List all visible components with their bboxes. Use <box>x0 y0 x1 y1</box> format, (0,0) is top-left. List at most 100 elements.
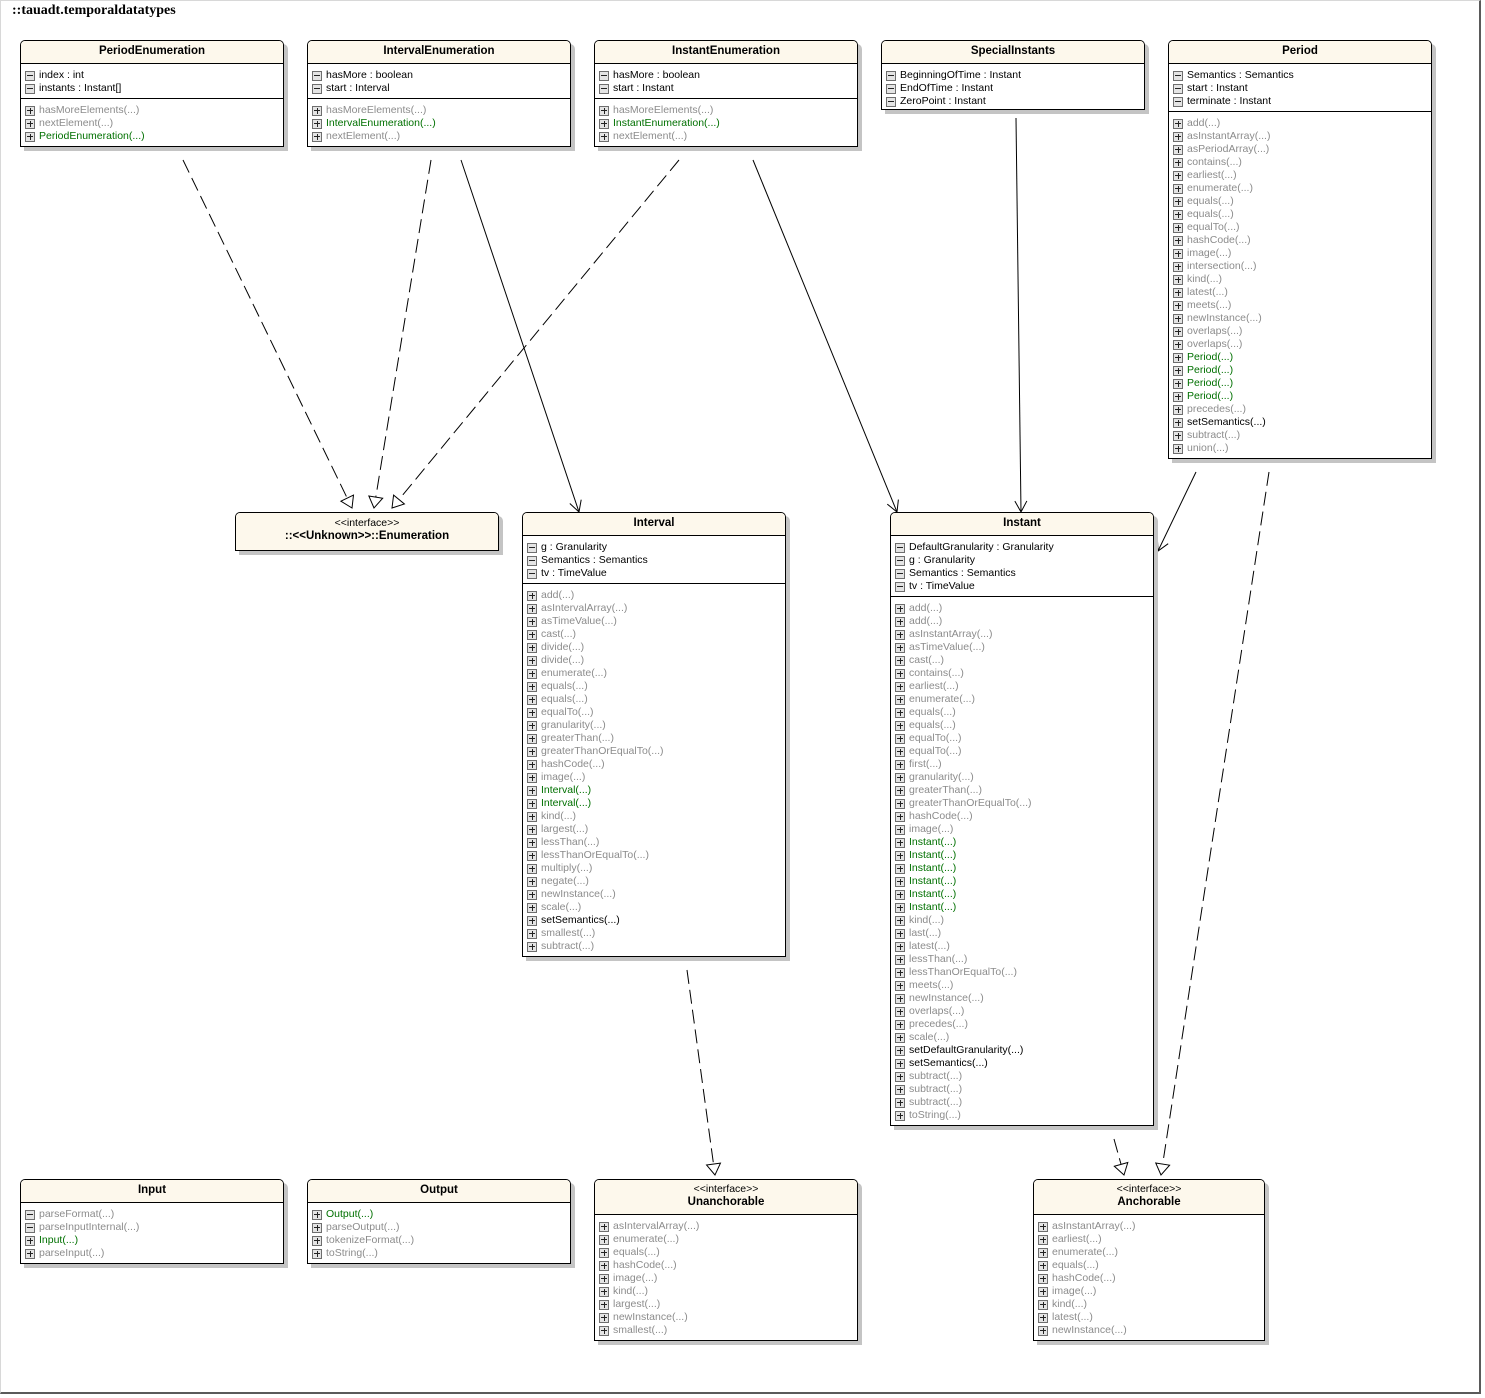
expand-plus-icon[interactable] <box>1173 339 1183 350</box>
operation-row[interactable]: IntervalEnumeration(...) <box>312 117 566 130</box>
collapse-minus-icon[interactable] <box>527 542 537 553</box>
operation-row[interactable]: hasMoreElements(...) <box>599 104 853 117</box>
operation-row[interactable]: Period(...) <box>1173 390 1427 403</box>
operation-row[interactable]: hashCode(...) <box>895 810 1149 823</box>
collapse-minus-icon[interactable] <box>25 1209 35 1220</box>
expand-plus-icon[interactable] <box>527 941 537 952</box>
expand-plus-icon[interactable] <box>1173 235 1183 246</box>
collapse-minus-icon[interactable] <box>1173 83 1183 94</box>
expand-plus-icon[interactable] <box>1173 183 1183 194</box>
expand-plus-icon[interactable] <box>895 603 905 614</box>
operation-row[interactable]: asInstantArray(...) <box>895 628 1149 641</box>
expand-plus-icon[interactable] <box>895 902 905 913</box>
expand-plus-icon[interactable] <box>895 1084 905 1095</box>
expand-plus-icon[interactable] <box>312 1235 322 1246</box>
attribute-row[interactable]: hasMore : boolean <box>312 69 566 82</box>
expand-plus-icon[interactable] <box>599 1286 609 1297</box>
operation-row[interactable]: Instant(...) <box>895 836 1149 849</box>
operation-row[interactable]: Period(...) <box>1173 351 1427 364</box>
operation-row[interactable]: hasMoreElements(...) <box>25 104 279 117</box>
expand-plus-icon[interactable] <box>895 694 905 705</box>
attribute-row[interactable]: hasMore : boolean <box>599 69 853 82</box>
expand-plus-icon[interactable] <box>527 720 537 731</box>
collapse-minus-icon[interactable] <box>599 83 609 94</box>
expand-plus-icon[interactable] <box>527 902 537 913</box>
expand-plus-icon[interactable] <box>895 1071 905 1082</box>
operation-row[interactable]: setSemantics(...) <box>895 1057 1149 1070</box>
expand-plus-icon[interactable] <box>895 759 905 770</box>
expand-plus-icon[interactable] <box>312 118 322 129</box>
operation-row[interactable]: negate(...) <box>527 875 781 888</box>
collapse-minus-icon[interactable] <box>886 83 896 94</box>
expand-plus-icon[interactable] <box>599 1234 609 1245</box>
operation-row[interactable]: tokenizeFormat(...) <box>312 1234 566 1247</box>
operation-row[interactable]: setSemantics(...) <box>1173 416 1427 429</box>
operation-row[interactable]: parseFormat(...) <box>25 1208 279 1221</box>
operation-row[interactable]: Input(...) <box>25 1234 279 1247</box>
attribute-row[interactable]: start : Interval <box>312 82 566 95</box>
expand-plus-icon[interactable] <box>895 668 905 679</box>
operation-row[interactable]: equals(...) <box>599 1246 853 1259</box>
expand-plus-icon[interactable] <box>1173 404 1183 415</box>
operation-row[interactable]: granularity(...) <box>895 771 1149 784</box>
operation-row[interactable]: image(...) <box>1038 1285 1260 1298</box>
collapse-minus-icon[interactable] <box>312 70 322 81</box>
expand-plus-icon[interactable] <box>1173 261 1183 272</box>
operation-row[interactable]: hashCode(...) <box>527 758 781 771</box>
expand-plus-icon[interactable] <box>1038 1286 1048 1297</box>
expand-plus-icon[interactable] <box>527 837 537 848</box>
operation-row[interactable]: equals(...) <box>527 693 781 706</box>
expand-plus-icon[interactable] <box>895 1058 905 1069</box>
expand-plus-icon[interactable] <box>895 941 905 952</box>
interface-enumeration[interactable]: <<interface>>::<<Unknown>>::Enumeration <box>235 512 499 551</box>
expand-plus-icon[interactable] <box>895 1032 905 1043</box>
collapse-minus-icon[interactable] <box>527 568 537 579</box>
expand-plus-icon[interactable] <box>527 733 537 744</box>
expand-plus-icon[interactable] <box>527 668 537 679</box>
expand-plus-icon[interactable] <box>1173 352 1183 363</box>
operation-row[interactable]: greaterThan(...) <box>895 784 1149 797</box>
expand-plus-icon[interactable] <box>1173 287 1183 298</box>
expand-plus-icon[interactable] <box>1173 118 1183 129</box>
operation-row[interactable]: asTimeValue(...) <box>895 641 1149 654</box>
operation-row[interactable]: equals(...) <box>1038 1259 1260 1272</box>
attribute-row[interactable]: tv : TimeValue <box>527 567 781 580</box>
expand-plus-icon[interactable] <box>1173 300 1183 311</box>
attribute-row[interactable]: terminate : Instant <box>1173 95 1427 108</box>
attribute-row[interactable]: Semantics : Semantics <box>527 554 781 567</box>
operation-row[interactable]: lessThanOrEqualTo(...) <box>527 849 781 862</box>
expand-plus-icon[interactable] <box>895 1045 905 1056</box>
expand-plus-icon[interactable] <box>25 1248 35 1259</box>
expand-plus-icon[interactable] <box>599 1247 609 1258</box>
expand-plus-icon[interactable] <box>895 1019 905 1030</box>
operation-row[interactable]: union(...) <box>1173 442 1427 455</box>
operation-row[interactable]: hashCode(...) <box>1173 234 1427 247</box>
operation-row[interactable]: subtract(...) <box>895 1083 1149 1096</box>
expand-plus-icon[interactable] <box>527 850 537 861</box>
operation-row[interactable]: greaterThan(...) <box>527 732 781 745</box>
expand-plus-icon[interactable] <box>895 824 905 835</box>
expand-plus-icon[interactable] <box>527 681 537 692</box>
expand-plus-icon[interactable] <box>527 694 537 705</box>
operation-row[interactable]: Instant(...) <box>895 862 1149 875</box>
expand-plus-icon[interactable] <box>527 759 537 770</box>
expand-plus-icon[interactable] <box>599 1299 609 1310</box>
collapse-minus-icon[interactable] <box>886 96 896 107</box>
expand-plus-icon[interactable] <box>1173 131 1183 142</box>
operation-row[interactable]: newInstance(...) <box>895 992 1149 1005</box>
expand-plus-icon[interactable] <box>527 915 537 926</box>
operation-row[interactable]: subtract(...) <box>527 940 781 953</box>
collapse-minus-icon[interactable] <box>895 555 905 566</box>
expand-plus-icon[interactable] <box>1173 378 1183 389</box>
expand-plus-icon[interactable] <box>895 967 905 978</box>
operation-row[interactable]: subtract(...) <box>895 1096 1149 1109</box>
expand-plus-icon[interactable] <box>527 590 537 601</box>
operation-row[interactable]: parseInputInternal(...) <box>25 1221 279 1234</box>
operation-row[interactable]: last(...) <box>895 927 1149 940</box>
operation-row[interactable]: equals(...) <box>1173 195 1427 208</box>
operation-row[interactable]: kind(...) <box>1038 1298 1260 1311</box>
operation-row[interactable]: toString(...) <box>895 1109 1149 1122</box>
expand-plus-icon[interactable] <box>527 642 537 653</box>
